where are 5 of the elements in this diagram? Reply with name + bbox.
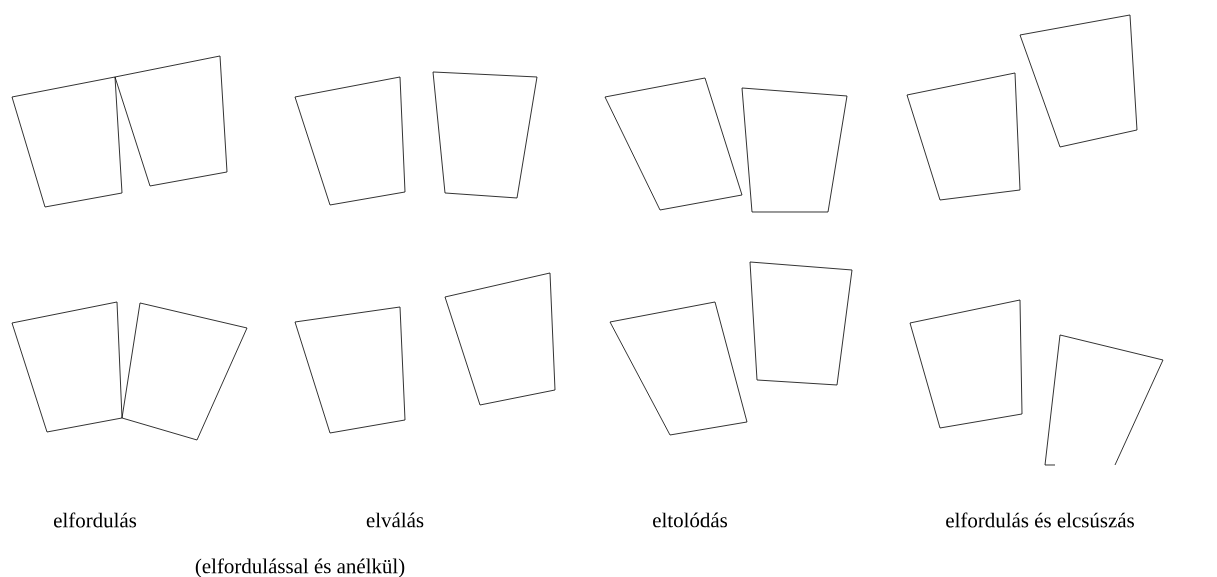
caption: eltolódás	[653, 512, 728, 528]
caption: (elfordulással és anélkül)	[195, 558, 405, 577]
caption: elfordulás	[54, 512, 137, 528]
caption: elfordulás és elcsúszás	[946, 512, 1134, 528]
caption: elválás	[366, 512, 424, 528]
